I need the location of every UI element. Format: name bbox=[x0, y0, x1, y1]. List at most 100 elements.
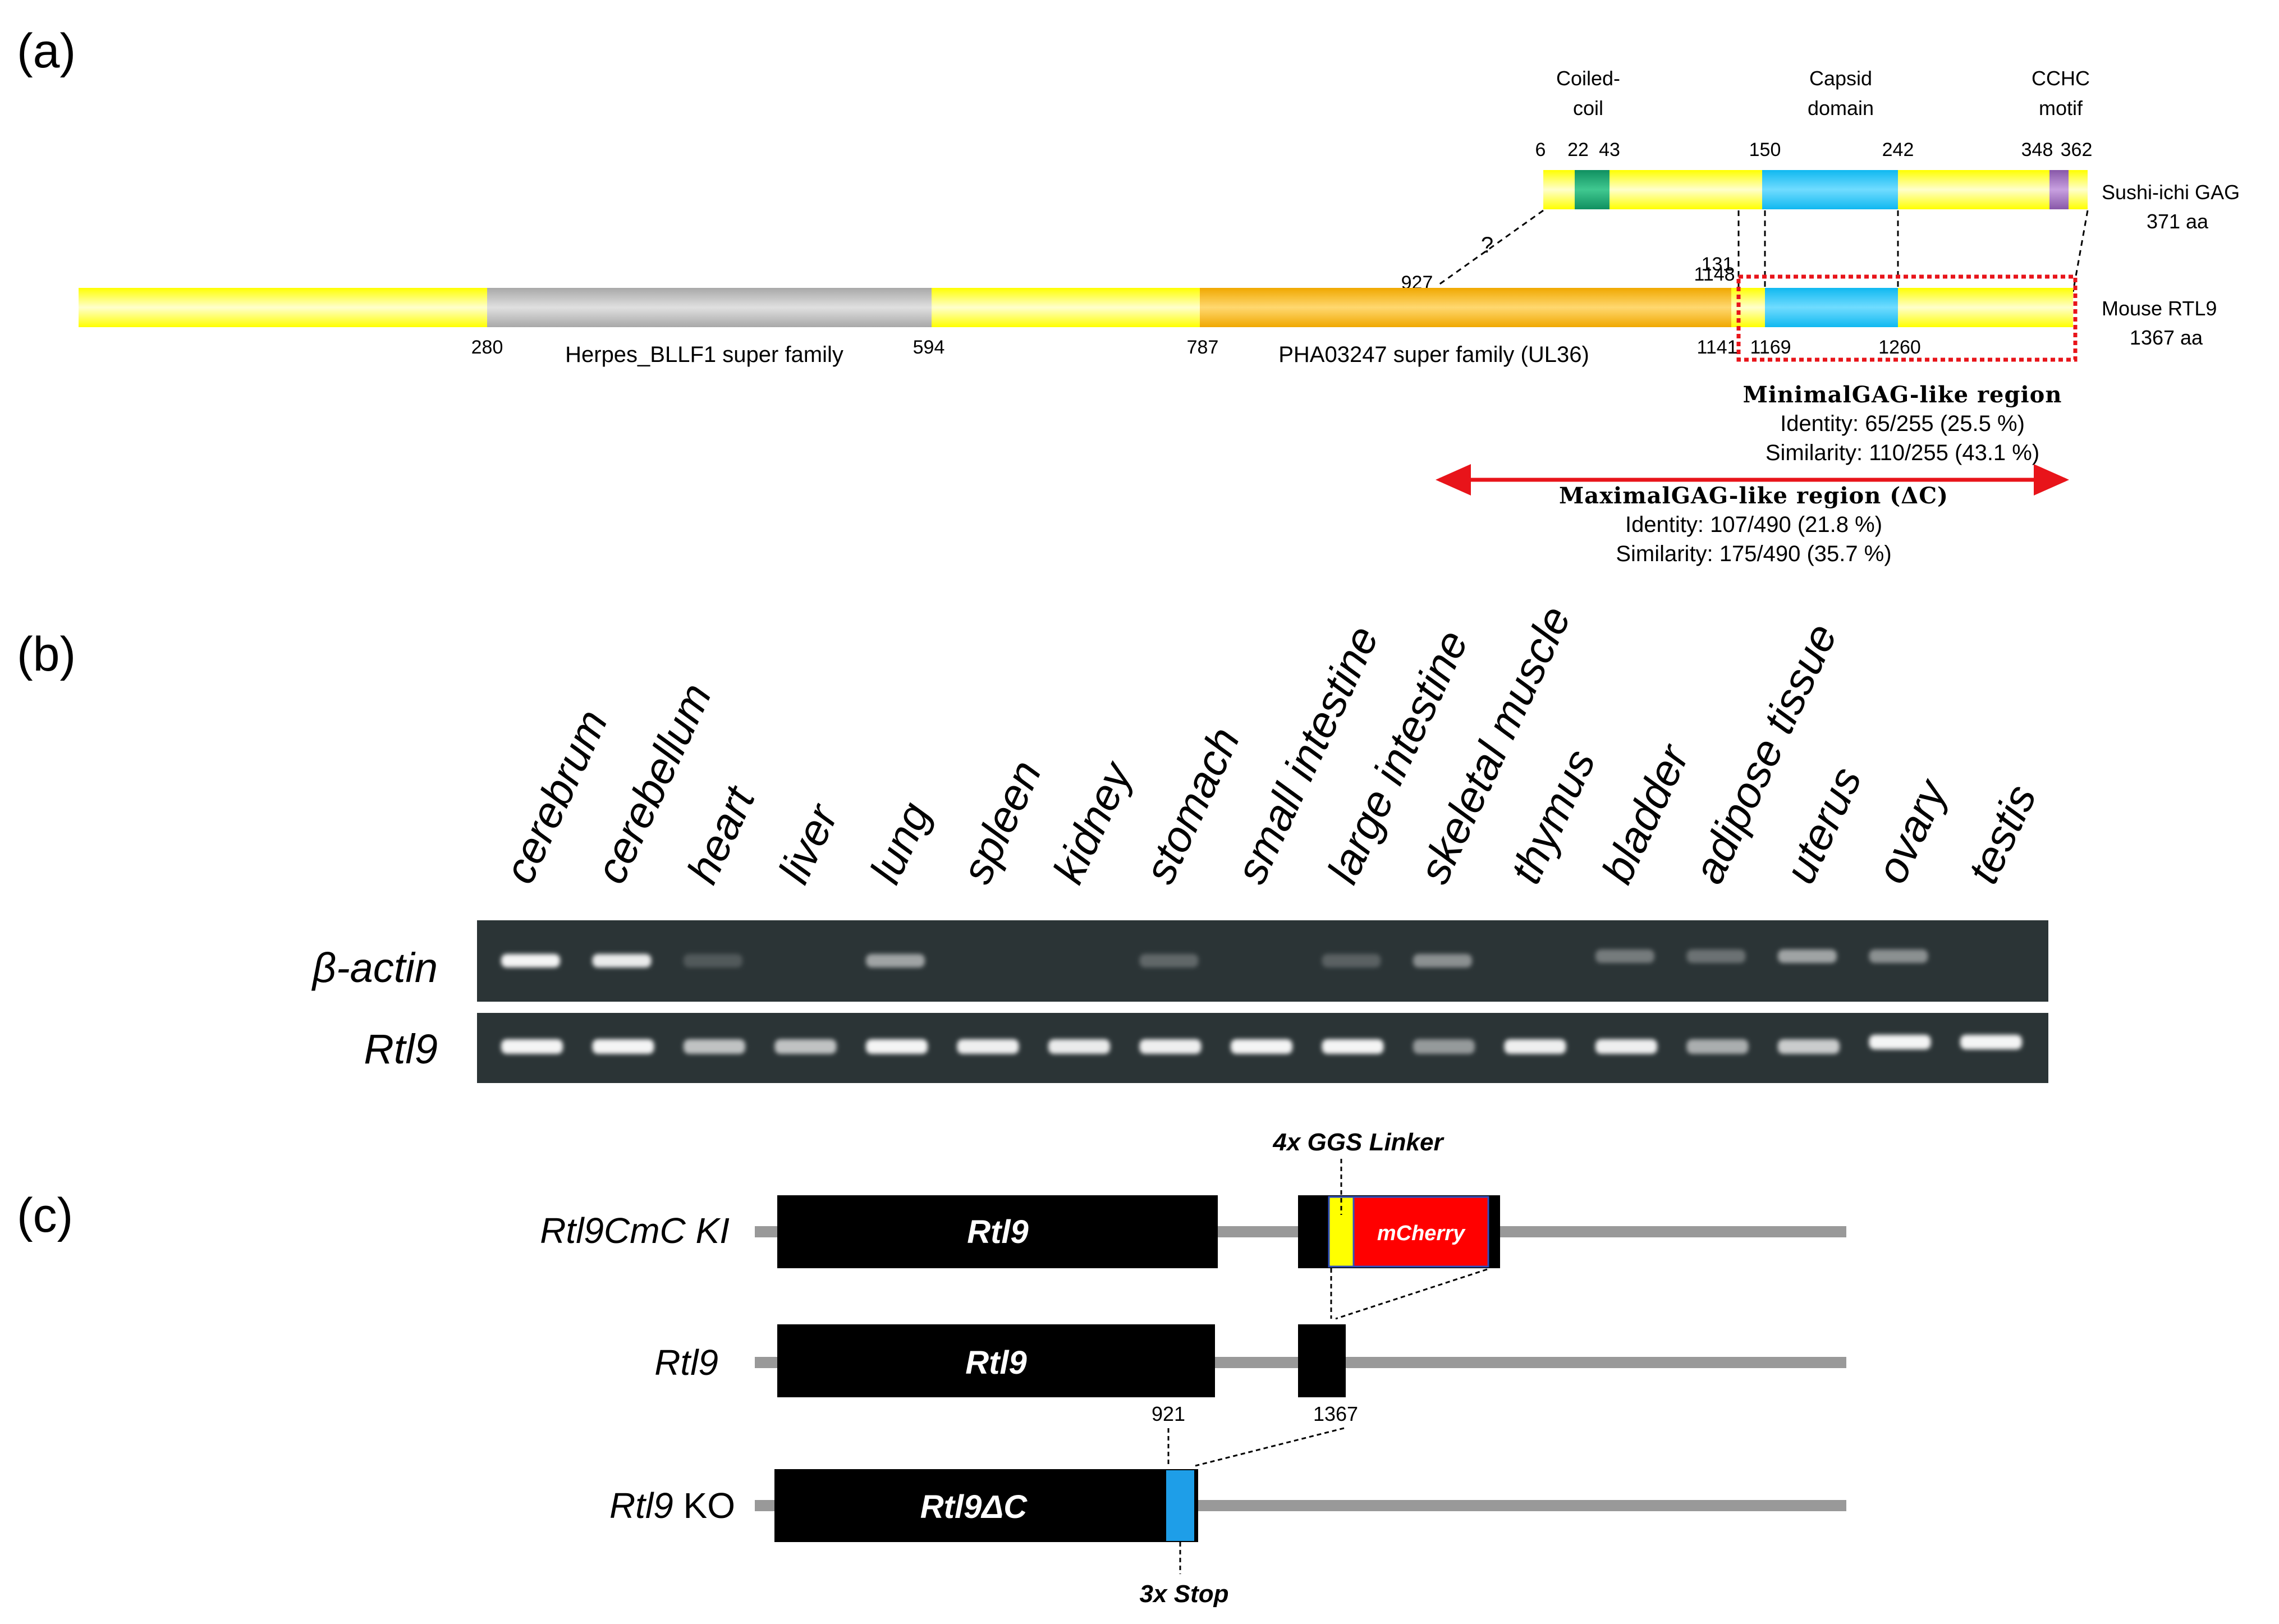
gel-band bbox=[592, 954, 652, 967]
pos-787: 787 bbox=[1187, 337, 1219, 358]
gel-band bbox=[1595, 949, 1654, 963]
gel-band bbox=[1139, 1039, 1202, 1054]
capsid-label-2: domain bbox=[1808, 97, 1874, 120]
gel-band bbox=[1686, 1039, 1749, 1054]
pos-921: 921 bbox=[1152, 1402, 1185, 1425]
alignment-connectors bbox=[1436, 209, 2089, 292]
tissue-label: spleen bbox=[952, 753, 1051, 891]
gel-band bbox=[1413, 1039, 1475, 1054]
maximal-title: MaximalGAG-like region (ΔC) bbox=[1559, 483, 1948, 509]
panel-a: (a) Coiled- coil Capsid domain CCHC moti… bbox=[17, 24, 2240, 566]
panel-a-label: (a) bbox=[17, 24, 76, 78]
stop-annotation: 3x Stop bbox=[1140, 1580, 1229, 1608]
gel-band bbox=[1595, 1039, 1657, 1054]
minimal-similarity: Similarity: 110/255 (43.1 %) bbox=[1766, 441, 2039, 465]
sushi-length: 371 aa bbox=[2147, 210, 2209, 233]
pos-1141: 1141 bbox=[1696, 337, 1737, 358]
gel-band bbox=[1778, 1039, 1840, 1054]
gel-band bbox=[592, 1039, 654, 1054]
gel-band bbox=[501, 1039, 563, 1054]
sushi-pos-362: 362 bbox=[2061, 139, 2093, 160]
pos-1260: 1260 bbox=[1878, 337, 1921, 358]
gel-band bbox=[1960, 1035, 2022, 1049]
gel-band bbox=[1504, 1039, 1566, 1054]
gel-band bbox=[501, 954, 560, 967]
minimal-identity: Identity: 65/255 (25.5 %) bbox=[1780, 411, 2025, 436]
panel-b-label: (b) bbox=[17, 627, 76, 681]
ki-wt-connectors bbox=[1330, 1268, 1488, 1320]
construct-ki-label: Rtl9CmC KI bbox=[540, 1210, 730, 1251]
construct-ki bbox=[755, 1195, 1846, 1268]
gel-beta-actin bbox=[477, 920, 2048, 1002]
gel-band bbox=[866, 954, 925, 967]
ko-box-label: Rtl9ΔC bbox=[920, 1489, 1028, 1525]
tissue-label: heart bbox=[677, 778, 765, 891]
ko-box bbox=[774, 1469, 1198, 1542]
cchc-motif bbox=[2049, 170, 2069, 209]
wt-rtl9-box-label: Rtl9 bbox=[965, 1345, 1027, 1381]
panel-c: (c) Rtl9CmC KI Rtl9 mCherry 4x GGS Linke… bbox=[17, 1128, 1846, 1608]
construct-ko-label: Rtl9 KO bbox=[609, 1485, 735, 1526]
cchc-label-1: CCHC bbox=[2032, 67, 2090, 90]
gel-band bbox=[866, 1039, 928, 1054]
rtl9-protein-bar bbox=[79, 288, 2073, 327]
maximal-similarity: Similarity: 175/490 (35.7 %) bbox=[1616, 542, 1891, 566]
gel-band bbox=[774, 1039, 837, 1054]
tissue-label: ovary bbox=[1867, 771, 1957, 891]
pos-280: 280 bbox=[471, 337, 503, 358]
minimal-title: MinimalGAG-like region bbox=[1743, 382, 2062, 408]
gel-band bbox=[1231, 1039, 1292, 1054]
gel-band bbox=[1778, 949, 1837, 963]
ki-rtl9-box bbox=[777, 1195, 1218, 1268]
gel-rtl9 bbox=[477, 1013, 2048, 1083]
gel-band bbox=[684, 1039, 745, 1054]
gel-band bbox=[1139, 954, 1199, 967]
capsid-domain-sushi bbox=[1762, 170, 1898, 209]
sushi-pos-242: 242 bbox=[1882, 139, 1914, 160]
coiled-coil-label-1: Coiled- bbox=[1556, 67, 1620, 90]
mcherry-label: mCherry bbox=[1377, 1222, 1466, 1245]
tissue-label: testis bbox=[1958, 777, 2046, 891]
construct-ko bbox=[755, 1469, 1846, 1542]
mcherry-block bbox=[1352, 1196, 1489, 1268]
tissue-label: bladder bbox=[1592, 736, 1699, 891]
gel-band bbox=[1322, 954, 1381, 967]
stop-codon-block bbox=[1166, 1470, 1194, 1541]
herpes-label: Herpes_BLLF1 super family bbox=[565, 342, 843, 367]
capsid-domain-rtl9 bbox=[1765, 288, 1898, 327]
pos-1169: 1169 bbox=[1750, 337, 1791, 358]
wt-exon-end bbox=[1298, 1324, 1346, 1397]
gel-band bbox=[1322, 1039, 1384, 1054]
pos-131: 131 bbox=[1702, 254, 1734, 275]
gel-band bbox=[1413, 954, 1472, 967]
rtl9-row-label: Rtl9 bbox=[364, 1026, 438, 1072]
gel-band bbox=[957, 1039, 1019, 1054]
ki-rtl9-box-label: Rtl9 bbox=[967, 1214, 1029, 1250]
tissue-label: kidney bbox=[1043, 753, 1143, 891]
minimal-region-box bbox=[1736, 274, 2078, 362]
herpes-bllf1-domain bbox=[487, 288, 932, 327]
coiled-coil-label-2: coil bbox=[1573, 97, 1603, 120]
maximal-identity: Identity: 107/490 (21.8 %) bbox=[1625, 512, 1882, 537]
gel-band bbox=[1686, 949, 1746, 963]
gel-band bbox=[684, 954, 742, 967]
sushi-pos-348: 348 bbox=[2021, 139, 2053, 160]
sushi-pos-6: 6 bbox=[1535, 139, 1546, 160]
linker-annotation: 4x GGS Linker bbox=[1272, 1128, 1445, 1156]
capsid-label-1: Capsid bbox=[1809, 67, 1872, 90]
sushi-pos-43: 43 bbox=[1599, 139, 1620, 160]
cchc-label-2: motif bbox=[2039, 97, 2083, 120]
wt-ko-connectors bbox=[1167, 1427, 1345, 1467]
sushi-pos-150: 150 bbox=[1749, 139, 1781, 160]
tissue-label: lung bbox=[860, 795, 940, 891]
tissue-label: liver bbox=[769, 796, 848, 891]
gel-band bbox=[1869, 1035, 1931, 1049]
gel-band bbox=[1048, 1039, 1110, 1054]
pos-594: 594 bbox=[913, 337, 945, 358]
sushi-ichi-gag-bar bbox=[1543, 170, 2088, 209]
pos-1367: 1367 bbox=[1313, 1402, 1358, 1425]
question-mark: ? bbox=[1481, 233, 1493, 258]
gel-band bbox=[1869, 949, 1928, 963]
